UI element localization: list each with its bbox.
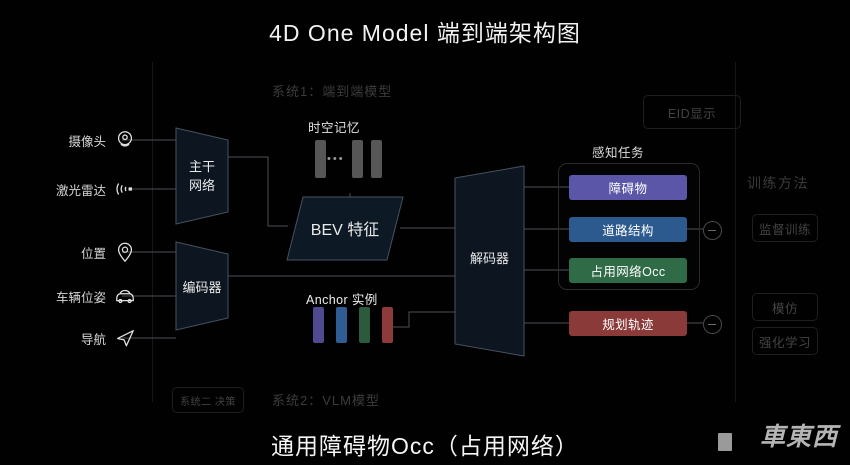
anchor-bar-3 (359, 307, 370, 343)
car-icon (114, 285, 136, 307)
task-obstacle[interactable]: 障碍物 (569, 175, 687, 200)
location-pin-icon (114, 241, 136, 263)
task-road-structure[interactable]: 道路结构 (569, 217, 687, 242)
backbone-label: 主干 网络 (188, 159, 215, 193)
brand-logo: 車東西 (759, 422, 838, 451)
bottom-caption: 通用障碍物Occ（占用网络） (271, 433, 579, 459)
divider-right (735, 62, 736, 402)
memory-bar (371, 140, 382, 178)
task-occupancy-network[interactable]: 占用网络Occ (569, 258, 687, 283)
input-location-label: 位置 (80, 246, 106, 261)
perception-group-box (558, 163, 700, 290)
collapse-minus-icon-perception[interactable] (703, 221, 722, 240)
task-road-structure-label: 道路结构 (602, 224, 654, 238)
input-lidar[interactable]: 激光雷达 (44, 178, 136, 200)
encoder-label: 编码器 (182, 280, 222, 295)
memory-ellipsis: ••• (327, 153, 345, 165)
imitation-label: 模仿 (771, 301, 798, 316)
anchor-title: Anchor 实例 (306, 293, 378, 307)
decoder-shape (454, 165, 525, 357)
eid-display-label: EID显示 (667, 106, 717, 121)
imitation-box[interactable]: 模仿 (752, 293, 818, 321)
anchor-bar-2 (336, 307, 347, 343)
system2-decision-label: 系统二 决策 (180, 396, 236, 408)
anchor-bar-1 (313, 307, 324, 343)
perception-title: 感知任务 (592, 146, 645, 160)
input-navigation-label: 导航 (80, 332, 106, 347)
task-obstacle-label: 障碍物 (608, 182, 648, 196)
system1-label: 系统1：端到端模型 (272, 84, 393, 99)
system2-decision-box[interactable]: 系统二 决策 (172, 387, 244, 413)
camera-icon (114, 129, 136, 151)
reinforcement-learning-label: 强化学习 (758, 335, 811, 350)
reinforcement-learning-box[interactable]: 强化学习 (752, 327, 818, 355)
eid-display-box[interactable]: EID显示 (643, 95, 741, 129)
system2-label: 系统2：VLM模型 (272, 393, 380, 408)
page-title: 4D One Model 端到端架构图 (269, 20, 581, 46)
training-method-label: 训练方法 (747, 175, 809, 191)
backbone-shape (175, 127, 229, 225)
task-planning-trajectory-label: 规划轨迹 (602, 318, 654, 332)
collapse-minus-icon-planning[interactable] (703, 315, 722, 334)
navigation-arrow-icon (114, 327, 136, 349)
supervised-training-label: 监督训练 (758, 222, 811, 237)
decoder-label: 解码器 (469, 251, 509, 266)
lidar-icon (114, 178, 136, 200)
logo-mark (718, 433, 732, 451)
encoder-shape (175, 241, 229, 331)
input-camera[interactable]: 摄像头 (44, 129, 136, 151)
supervised-training-box[interactable]: 监督训练 (752, 214, 818, 242)
anchor-bar-4 (382, 307, 393, 343)
memory-title: 时空记忆 (308, 121, 361, 135)
memory-bar (315, 140, 326, 178)
input-camera-label: 摄像头 (68, 134, 106, 149)
input-vehicle-pose-label: 车辆位姿 (55, 290, 106, 305)
task-occupancy-network-label: 占用网络Occ (590, 265, 666, 279)
input-navigation[interactable]: 导航 (44, 327, 136, 349)
input-location[interactable]: 位置 (44, 241, 136, 263)
divider-left (152, 62, 153, 402)
bev-label: BEV 特征 (310, 222, 380, 239)
bev-shape (286, 196, 404, 261)
memory-bar (352, 140, 363, 178)
input-lidar-label: 激光雷达 (55, 183, 106, 198)
input-vehicle-pose[interactable]: 车辆位姿 (44, 285, 136, 307)
task-planning-trajectory[interactable]: 规划轨迹 (569, 311, 687, 336)
